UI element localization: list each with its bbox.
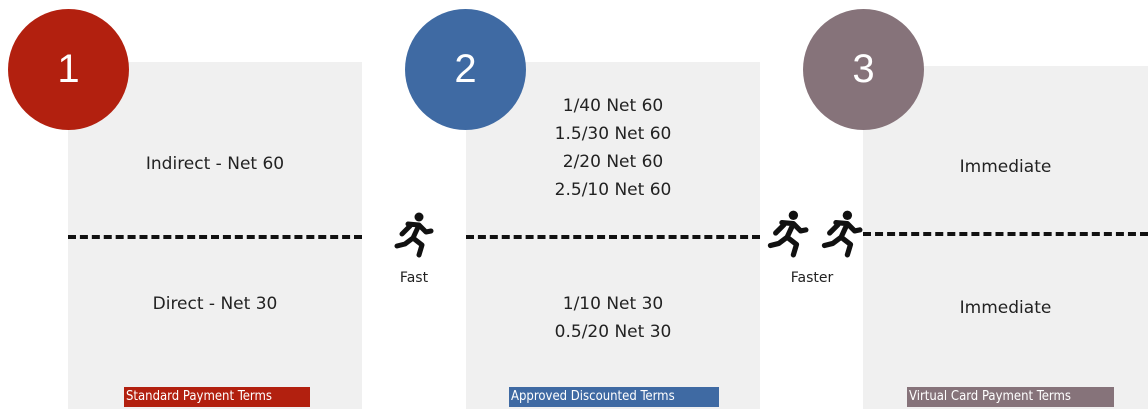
speed-label-fast: Fast <box>399 270 429 286</box>
term-line: 1.5/30 Net 60 <box>554 124 672 144</box>
term-line: 2/20 Net 60 <box>562 152 664 172</box>
term-line: Direct - Net 30 <box>152 294 278 314</box>
step-1-label: Standard Payment Terms <box>124 387 310 407</box>
step-1-number-circle: 1 <box>8 9 129 130</box>
step-3-lower-terms: Immediate <box>863 294 1148 322</box>
term-line: 1/40 Net 60 <box>562 96 664 116</box>
running-person-icon <box>767 210 809 258</box>
step-1-upper-terms: Indirect - Net 60 <box>68 150 362 178</box>
step-2-number-circle: 2 <box>405 9 526 130</box>
step-3-divider <box>863 232 1148 236</box>
term-line: 0.5/20 Net 30 <box>554 322 672 342</box>
running-person-icon <box>821 210 863 258</box>
step-2-lower-terms: 1/10 Net 30 0.5/20 Net 30 <box>466 290 760 346</box>
step-3-panel <box>863 66 1148 409</box>
step-1-divider <box>68 235 362 239</box>
term-line: 1/10 Net 30 <box>562 294 664 314</box>
step-1-lower-terms: Direct - Net 30 <box>68 290 362 318</box>
step-3-upper-terms: Immediate <box>863 153 1148 181</box>
speed-label-faster: Faster <box>790 270 834 286</box>
term-line: Immediate <box>959 157 1052 177</box>
step-3-number-circle: 3 <box>803 9 924 130</box>
term-line: Immediate <box>959 298 1052 318</box>
step-2-divider <box>466 235 760 239</box>
running-person-icon <box>394 212 434 258</box>
step-2-upper-terms: 1/40 Net 60 1.5/30 Net 60 2/20 Net 60 2.… <box>466 92 760 204</box>
step-2-label: Approved Discounted Terms <box>509 387 719 407</box>
term-line: 2.5/10 Net 60 <box>554 180 672 200</box>
step-3-label: Virtual Card Payment Terms <box>907 387 1114 407</box>
term-line: Indirect - Net 60 <box>145 154 285 174</box>
